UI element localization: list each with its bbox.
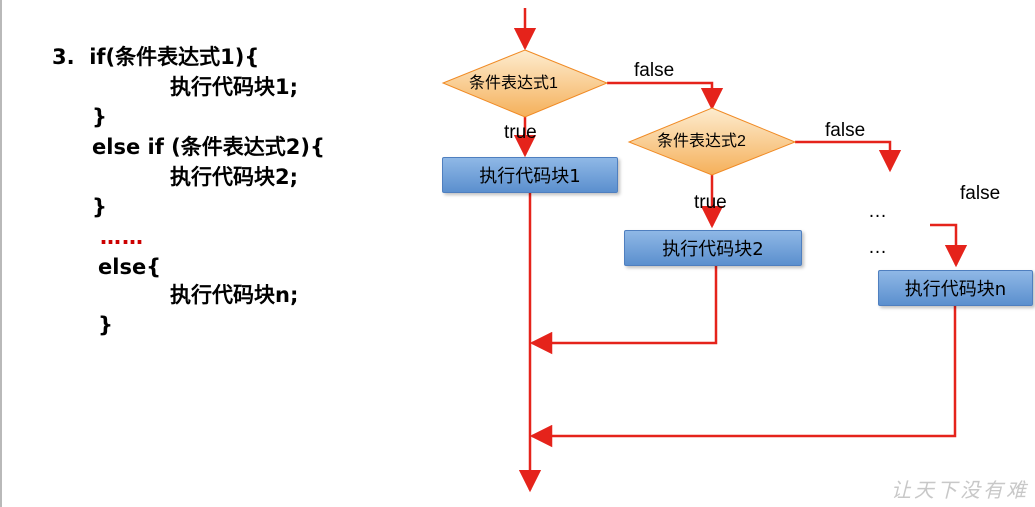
blockn: 执行代码块n: [878, 270, 1033, 306]
condition2-label: 条件表达式2: [657, 133, 746, 150]
left-border: [0, 0, 2, 507]
merge-arrow-n: [529, 306, 957, 448]
false-arrow-3: [930, 223, 968, 268]
true-label-1: true: [504, 122, 537, 143]
watermark: 让天下没有难: [891, 478, 1029, 502]
condition1-diamond: [441, 49, 609, 118]
false-arrow-1: [607, 81, 724, 111]
block2: 执行代码块2: [624, 230, 802, 266]
false-label-1: false: [634, 60, 675, 81]
code-line-block1: 执行代码块1;: [170, 75, 299, 99]
code-line-elseif: else if (条件表达式2){: [92, 135, 325, 159]
block1: 执行代码块1: [442, 157, 618, 193]
code-line-if: 3. if(条件表达式1){: [52, 45, 260, 69]
merge-arrow-2: [529, 266, 718, 355]
code-line-else: else{: [98, 255, 162, 279]
false-arrow-2: [795, 140, 902, 173]
code-line-blockn: 执行代码块n;: [170, 283, 299, 307]
condition2-diamond: [627, 107, 797, 176]
false-label-2: false: [825, 120, 866, 141]
code-line-close2: }: [92, 195, 107, 219]
flow-ellipsis-2: …: [868, 237, 889, 258]
condition1-label: 条件表达式1: [469, 75, 558, 92]
code-line-close1: }: [92, 105, 107, 129]
code-line-close3: }: [98, 313, 113, 337]
false-label-3: false: [960, 183, 1001, 204]
code-ellipsis: ……: [100, 225, 144, 249]
code-line-block2: 执行代码块2;: [170, 165, 299, 189]
true-label-2: true: [694, 192, 727, 213]
flow-ellipsis-1: …: [868, 201, 889, 222]
